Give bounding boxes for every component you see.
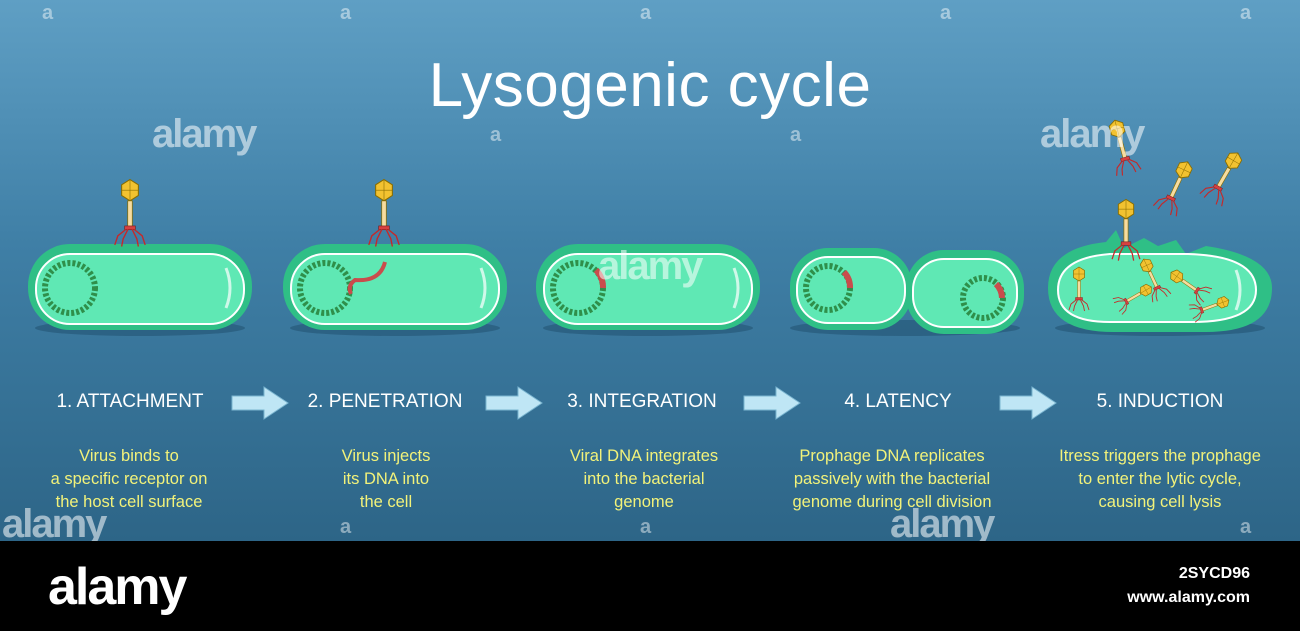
cycle-illustration: [28, 116, 1272, 336]
phage-released-3-icon: [1198, 145, 1250, 209]
arrow-2-3-icon: [485, 386, 543, 420]
watermark-letter: a: [340, 516, 352, 538]
arrow-1-2-icon: [231, 386, 289, 420]
watermark: alamy: [1040, 112, 1145, 156]
step-3-description: Viral DNA integrates into the bacterial …: [569, 447, 719, 511]
brand-logo: alamy: [48, 558, 187, 616]
diagram-title: Lysogenic cycle: [428, 51, 872, 120]
cell-integration: [536, 244, 760, 336]
phage-penetration-icon: [367, 178, 401, 248]
watermark-letter: a: [790, 124, 802, 146]
cell-penetration: [283, 244, 507, 336]
watermark-letter: a: [1240, 516, 1252, 538]
step-1-description: Virus binds to a specific receptor on th…: [50, 447, 208, 511]
watermark-letter: a: [640, 2, 652, 24]
diagram-canvas: Lysogenic cycle: [0, 0, 1300, 541]
step-2-label: 2. PENETRATION: [307, 391, 463, 412]
arrow-3-4-icon: [743, 386, 801, 420]
watermark-letter: a: [340, 2, 352, 24]
watermark-letter: a: [490, 124, 502, 146]
site-url: www.alamy.com: [1127, 589, 1250, 606]
cell-induction: [1048, 230, 1272, 336]
watermark-letter: a: [940, 2, 952, 24]
phage-released-2-icon: [1152, 155, 1200, 219]
phage-attachment-icon: [113, 178, 147, 248]
watermark-letter: a: [640, 516, 652, 538]
arrow-4-5-icon: [999, 386, 1057, 420]
watermark: alamy: [598, 244, 703, 288]
step-2-description: Virus injects its DNA into the cell: [341, 447, 431, 511]
step-3-label: 3. INTEGRATION: [567, 391, 717, 412]
step-5-description: Itress triggers the prophage to enter th…: [1059, 447, 1261, 511]
step-1-label: 1. ATTACHMENT: [56, 391, 204, 412]
watermark: alamy: [2, 502, 107, 541]
watermark-letter: a: [42, 2, 54, 24]
watermark: alamy: [152, 112, 257, 156]
step-4-label: 4. LATENCY: [844, 391, 952, 412]
image-id: 2SYCD96: [1178, 565, 1250, 582]
footer-bar: alamy 2SYCD96 www.alamy.com: [0, 541, 1300, 631]
cell-latency: [790, 248, 1024, 336]
watermark: alamy: [890, 502, 995, 541]
step-5-label: 5. INDUCTION: [1096, 391, 1224, 412]
step-4-description: Prophage DNA replicates passively with t…: [792, 447, 992, 511]
watermark-letter: a: [1240, 2, 1252, 24]
cell-attachment: [28, 244, 252, 336]
